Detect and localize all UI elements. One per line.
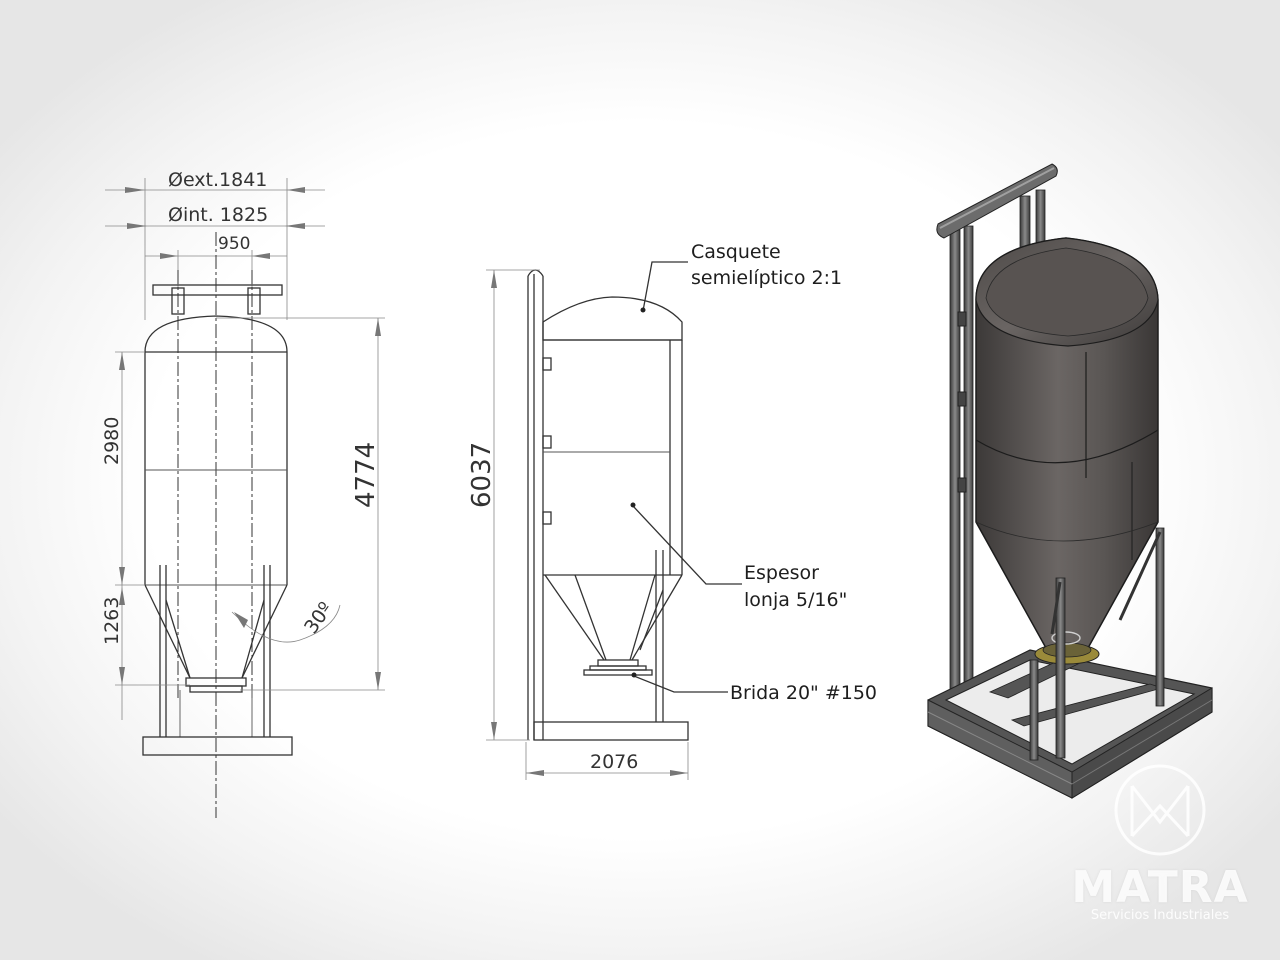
front-view: Øext.1841 Øint. 1825 950 — [101, 169, 385, 818]
dim-ext-diameter: Øext.1841 — [168, 169, 267, 191]
side-view: 6037 2076 Casquete semielíptico 2:1 Espe… — [467, 241, 877, 780]
callout-flange: Brida 20" #150 — [730, 682, 877, 704]
dim-angle: 30º — [300, 598, 337, 638]
matra-logo-icon — [1114, 764, 1206, 856]
callout-thickness-line1: Espesor — [744, 562, 819, 584]
isometric-view — [927, 163, 1213, 799]
dim-2076: 2076 — [590, 751, 638, 773]
callout-head-line1: Casquete — [691, 241, 781, 263]
callout-head-line2: semielíptico 2:1 — [691, 267, 842, 289]
dim-1263: 1263 — [101, 597, 123, 645]
dim-950: 950 — [218, 234, 250, 254]
dim-int-diameter: Øint. 1825 — [168, 204, 268, 226]
dim-2980: 2980 — [101, 417, 123, 465]
brand-name: MATRA — [1071, 862, 1249, 913]
brand-tagline: Servicios Industriales — [1090, 908, 1230, 923]
dim-6037: 6037 — [467, 442, 497, 508]
dim-4774: 4774 — [351, 442, 381, 508]
callout-thickness-line2: lonja 5/16" — [744, 589, 847, 611]
